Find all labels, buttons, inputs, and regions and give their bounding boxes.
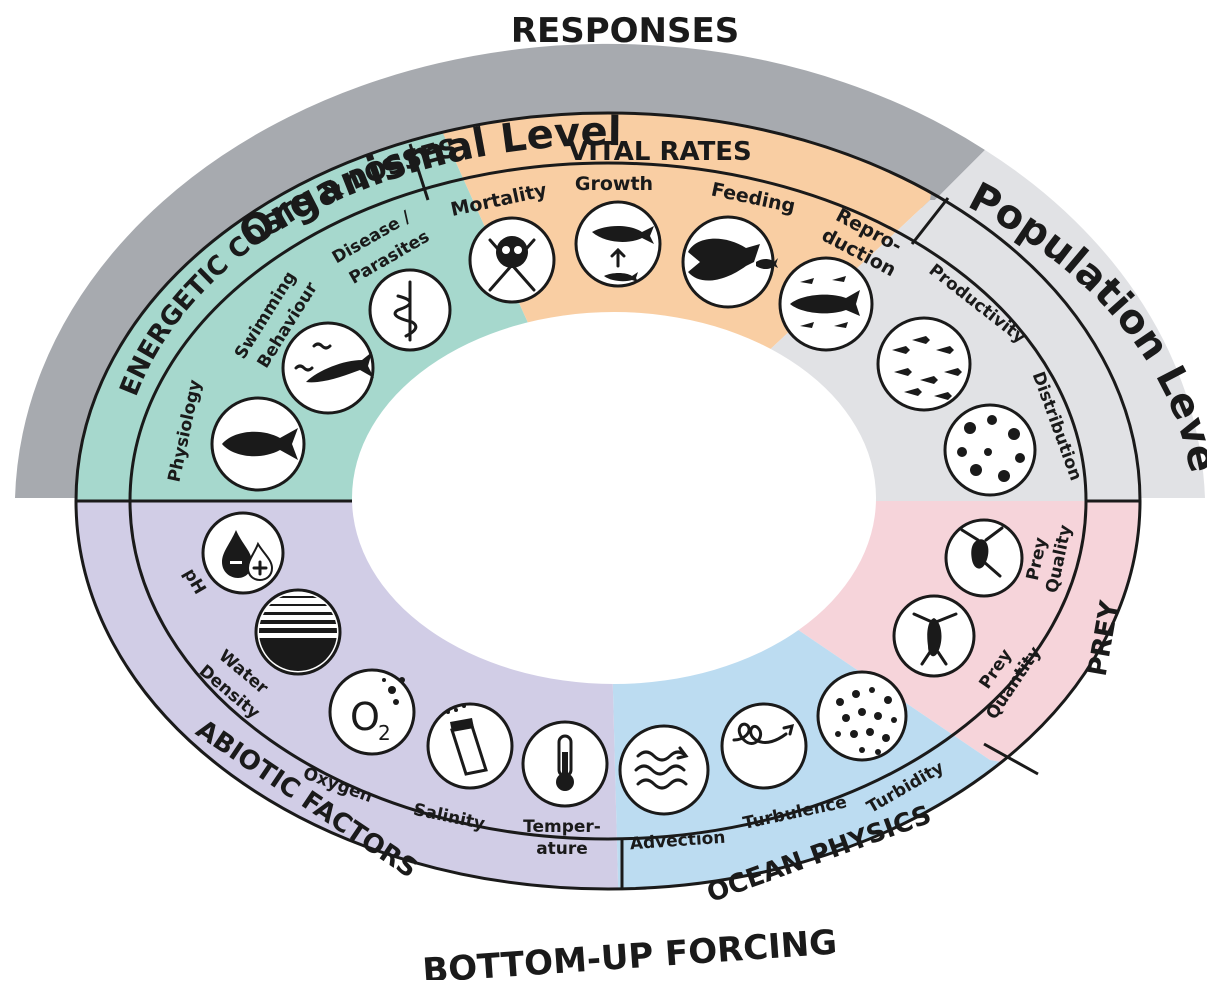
divider-energetic-vital — [408, 143, 430, 201]
divider-vital-population — [910, 197, 950, 245]
advection-arrows-icon — [634, 746, 689, 790]
turbulence-swirl-icon — [732, 722, 795, 745]
divider-prey-ocean — [983, 742, 1039, 776]
vital-rates-label: VITAL RATES — [568, 137, 752, 167]
feeding-fish-icon — [688, 238, 760, 281]
swimming-fish-icon — [306, 352, 374, 383]
oxygen-symbol-icon: O — [350, 695, 380, 739]
physiology-item: Physiology — [165, 378, 306, 492]
zooplankton-icon — [927, 618, 942, 657]
growth-item: Growth — [574, 173, 662, 288]
prey-quality-item: Prey Quality — [944, 518, 1076, 598]
organismal-level-band — [15, 43, 985, 498]
scattered-dots-icon — [957, 415, 1025, 482]
fish-icon — [222, 428, 298, 460]
bubbles-icon — [382, 677, 405, 705]
temperature-item: Temper- ature — [521, 720, 609, 859]
temperature-label-1: Temper- — [523, 817, 601, 837]
center-blank — [352, 312, 876, 684]
skull-crossbones-icon — [488, 236, 536, 292]
thermometer-icon — [556, 734, 574, 791]
growth-big-fish-icon — [592, 226, 654, 244]
particles-icon — [835, 687, 897, 755]
growth-arrow-icon — [610, 247, 626, 268]
bottom-up-forcing-header: BOTTOM-UP FORCING — [421, 923, 838, 980]
responses-header: RESPONSES — [511, 11, 739, 51]
oxygen-subscript: 2 — [378, 721, 391, 745]
advection-item: Advection — [618, 724, 726, 854]
vital-rates-sector — [410, 113, 950, 501]
acid-drop-icon — [222, 530, 252, 578]
prey-fish-icon — [756, 258, 778, 269]
growth-small-fish-icon — [604, 272, 638, 282]
school-of-fish-icon — [892, 336, 962, 400]
water-wave-icon — [294, 342, 332, 372]
reproduction-fish-icon — [790, 290, 860, 316]
growth-label: Growth — [575, 173, 653, 195]
temperature-label-2: ature — [536, 839, 588, 859]
salt-shaker-icon — [446, 704, 488, 776]
